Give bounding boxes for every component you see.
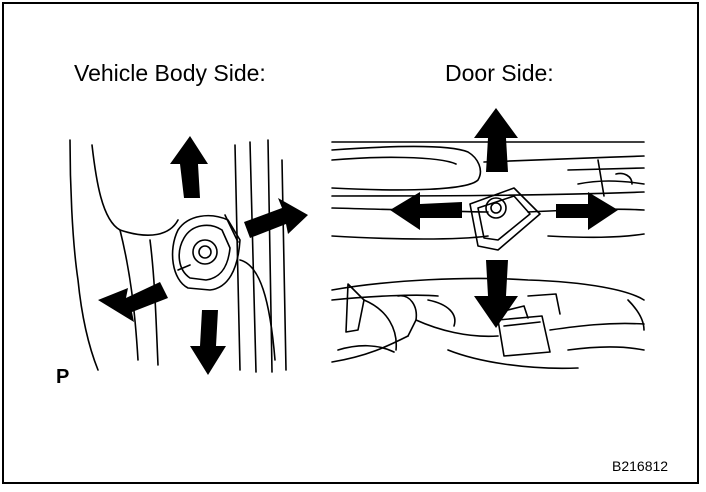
- arrow-right-icon: [244, 198, 308, 238]
- door-side-drawing: [331, 108, 645, 370]
- arrow-left-icon: [98, 282, 168, 322]
- illustration-frame: [2, 2, 699, 484]
- door-side-title: Door Side:: [445, 60, 554, 86]
- arrow-up-icon: [170, 136, 208, 198]
- view-marker-label: P: [56, 366, 70, 388]
- arrow-up-icon: [474, 108, 518, 172]
- vehicle-body-side-title: Vehicle Body Side:: [74, 60, 266, 86]
- arrow-down-icon: [474, 260, 518, 328]
- arrow-left-icon: [390, 192, 462, 230]
- arrow-down-icon: [190, 310, 226, 375]
- arrow-right-icon: [556, 192, 618, 230]
- figure-code-label: B216812: [612, 458, 669, 474]
- vehicle-body-side-drawing: [69, 136, 308, 375]
